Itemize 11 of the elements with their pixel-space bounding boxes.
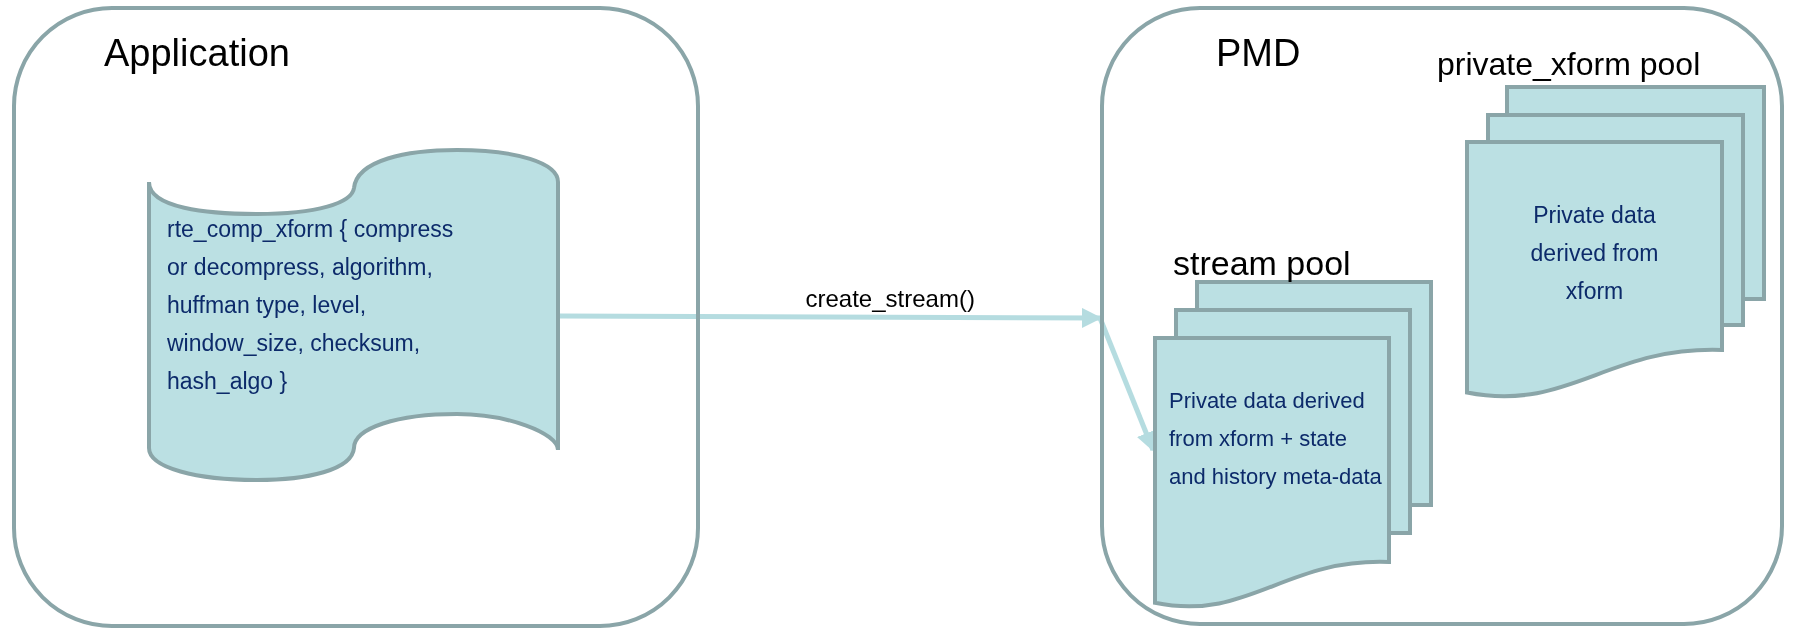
heading: Application bbox=[104, 32, 290, 75]
body-text: rte_comp_xform { compress or decompress, algorithm, huffman type, level, window_size, checksum, hash_algo } bbox=[167, 215, 455, 396]
body-text: Private data derived from xform bbox=[1529, 201, 1660, 306]
scroll-shape bbox=[147, 148, 560, 482]
body-text: Private data derived from xform + state and history meta-data bbox=[1169, 387, 1383, 491]
heading: private_xform pool bbox=[1437, 46, 1701, 83]
heading: PMD bbox=[1216, 32, 1301, 75]
arrow bbox=[560, 307, 1102, 328]
container-box bbox=[12, 6, 700, 628]
heading: stream pool bbox=[1173, 244, 1351, 283]
container-box bbox=[1100, 6, 1784, 626]
